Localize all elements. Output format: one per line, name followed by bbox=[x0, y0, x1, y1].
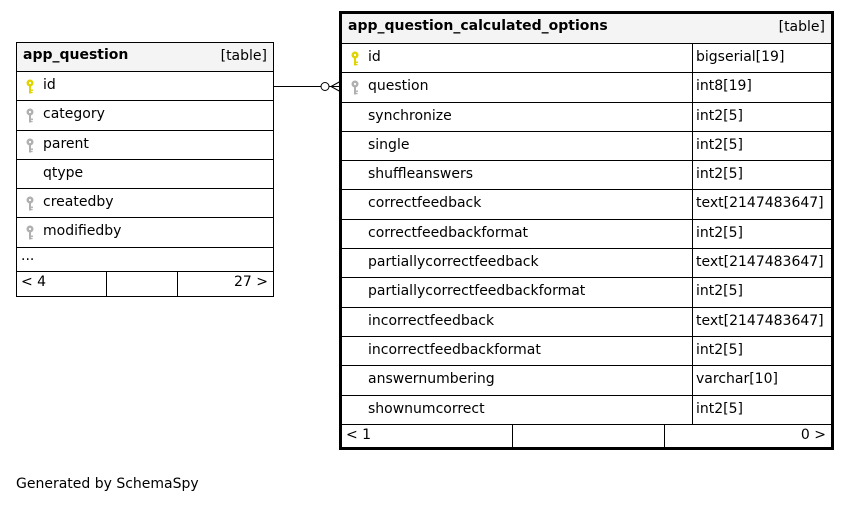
column-type: int2[5] bbox=[696, 400, 743, 417]
column-divider bbox=[692, 366, 693, 396]
column-row-partiallycorrectfeedback[interactable]: partiallycorrectfeedback text[2147483647] bbox=[342, 249, 831, 279]
column-row-incorrectfeedbackformat[interactable]: incorrectfeedbackformat int2[5] bbox=[342, 336, 831, 367]
column-divider bbox=[692, 161, 693, 191]
column-type: bigserial[19] bbox=[696, 49, 785, 65]
column-row-partiallycorrectfeedbackformat[interactable]: partiallycorrectfeedbackformat int2[5] bbox=[342, 278, 831, 308]
app-question-table[interactable]: app_question [table] id category parent qty… bbox=[16, 42, 274, 297]
column-type: varchar[10] bbox=[696, 371, 778, 388]
column-divider bbox=[692, 219, 693, 250]
table-name[interactable]: app_question_calculated_options bbox=[348, 18, 608, 34]
column-name: single bbox=[368, 136, 410, 153]
column-name: qtype bbox=[43, 164, 84, 181]
foreign-key-icon bbox=[25, 225, 35, 241]
column-row-shownumcorrect[interactable]: shownumcorrect int2[5] bbox=[342, 395, 831, 425]
table-header: app_question_calculated_options [table] bbox=[342, 14, 831, 44]
column-row-incorrectfeedback[interactable]: incorrectfeedback text[2147483647] bbox=[342, 307, 831, 337]
table-kind: [table] bbox=[220, 48, 267, 64]
column-name: partiallycorrectfeedbackformat bbox=[368, 283, 586, 300]
column-divider bbox=[692, 307, 693, 337]
column-name: id bbox=[43, 77, 56, 93]
generated-by-note: Generated by SchemaSpy bbox=[16, 476, 199, 492]
column-name: incorrectfeedback bbox=[368, 312, 495, 329]
column-divider bbox=[692, 278, 693, 308]
column-type: int2[5] bbox=[696, 283, 743, 300]
column-divider bbox=[692, 190, 693, 220]
relationship-question-to-app-question[interactable] bbox=[274, 80, 342, 93]
column-name: incorrectfeedbackformat bbox=[368, 341, 541, 358]
column-divider bbox=[692, 102, 693, 132]
app-question-calculated-options-table[interactable]: app_question_calculated_options [table] … bbox=[339, 11, 834, 450]
ellipsis-text: ... bbox=[21, 247, 35, 264]
column-divider bbox=[692, 44, 693, 74]
column-name: parent bbox=[43, 135, 89, 152]
foreign-key-icon bbox=[25, 108, 35, 124]
column-divider bbox=[692, 336, 693, 367]
footer-divider bbox=[664, 424, 665, 449]
column-row-qtype[interactable]: qtype bbox=[17, 160, 273, 190]
column-name: answernumbering bbox=[368, 371, 495, 388]
column-name: correctfeedback bbox=[368, 195, 482, 212]
column-row-createdby[interactable]: createdby bbox=[17, 189, 273, 219]
child-count-link[interactable]: 0 > bbox=[800, 426, 826, 443]
column-type: int2[5] bbox=[696, 224, 743, 241]
column-row-question[interactable]: question int8[19] bbox=[342, 73, 831, 103]
column-name: partiallycorrectfeedback bbox=[368, 254, 539, 271]
foreign-key-icon bbox=[350, 80, 360, 96]
column-divider bbox=[692, 249, 693, 279]
foreign-key-icon bbox=[25, 196, 35, 212]
column-type: text[2147483647] bbox=[696, 312, 824, 329]
footer-divider bbox=[177, 271, 178, 296]
column-name: id bbox=[368, 49, 381, 65]
column-type: int2[5] bbox=[696, 107, 743, 124]
more-columns-ellipsis: ... bbox=[17, 248, 273, 272]
column-divider bbox=[692, 131, 693, 162]
parent-count-link[interactable]: < 4 bbox=[21, 273, 47, 290]
column-name: synchronize bbox=[368, 107, 452, 124]
column-name: modifiedby bbox=[43, 223, 122, 240]
column-name: createdby bbox=[43, 194, 114, 211]
column-type: text[2147483647] bbox=[696, 254, 824, 271]
column-row-synchronize[interactable]: synchronize int2[5] bbox=[342, 102, 831, 132]
table-kind: [table] bbox=[778, 19, 825, 35]
column-type: text[2147483647] bbox=[696, 195, 824, 212]
column-row-answernumbering[interactable]: answernumbering varchar[10] bbox=[342, 366, 831, 396]
column-type: int2[5] bbox=[696, 166, 743, 183]
column-name: question bbox=[368, 78, 429, 95]
crows-foot-marker bbox=[329, 80, 342, 93]
child-count-link[interactable]: 27 > bbox=[234, 273, 268, 290]
column-type: int8[19] bbox=[696, 78, 752, 95]
column-row-parent[interactable]: parent bbox=[17, 131, 273, 160]
column-row-category[interactable]: category bbox=[17, 101, 273, 131]
foreign-key-icon bbox=[25, 138, 35, 154]
column-row-correctfeedback[interactable]: correctfeedback text[2147483647] bbox=[342, 190, 831, 220]
optional-circle-marker bbox=[320, 82, 330, 91]
table-footer: < 4 27 > bbox=[17, 271, 273, 296]
table-header: app_question [table] bbox=[17, 43, 273, 72]
column-type: int2[5] bbox=[696, 341, 743, 358]
column-divider bbox=[692, 395, 693, 425]
column-name: shuffleanswers bbox=[368, 166, 474, 183]
column-type: int2[5] bbox=[696, 136, 743, 153]
column-row-shuffleanswers[interactable]: shuffleanswers int2[5] bbox=[342, 161, 831, 191]
column-row-single[interactable]: single int2[5] bbox=[342, 131, 831, 162]
column-row-modifiedby[interactable]: modifiedby bbox=[17, 218, 273, 248]
column-row-correctfeedbackformat[interactable]: correctfeedbackformat int2[5] bbox=[342, 219, 831, 250]
table-name[interactable]: app_question bbox=[23, 47, 129, 63]
column-name: correctfeedbackformat bbox=[368, 224, 529, 241]
parent-count-link[interactable]: < 1 bbox=[346, 426, 372, 443]
column-name: category bbox=[43, 106, 105, 123]
column-name: shownumcorrect bbox=[368, 400, 485, 417]
key-icon bbox=[25, 79, 35, 95]
footer-divider bbox=[512, 424, 513, 449]
table-footer: < 1 0 > bbox=[342, 424, 831, 449]
footer-divider bbox=[106, 271, 107, 296]
column-row-id[interactable]: id bbox=[17, 72, 273, 102]
key-icon bbox=[350, 51, 360, 67]
column-row-id[interactable]: id bigserial[19] bbox=[342, 44, 831, 74]
column-divider bbox=[692, 73, 693, 103]
